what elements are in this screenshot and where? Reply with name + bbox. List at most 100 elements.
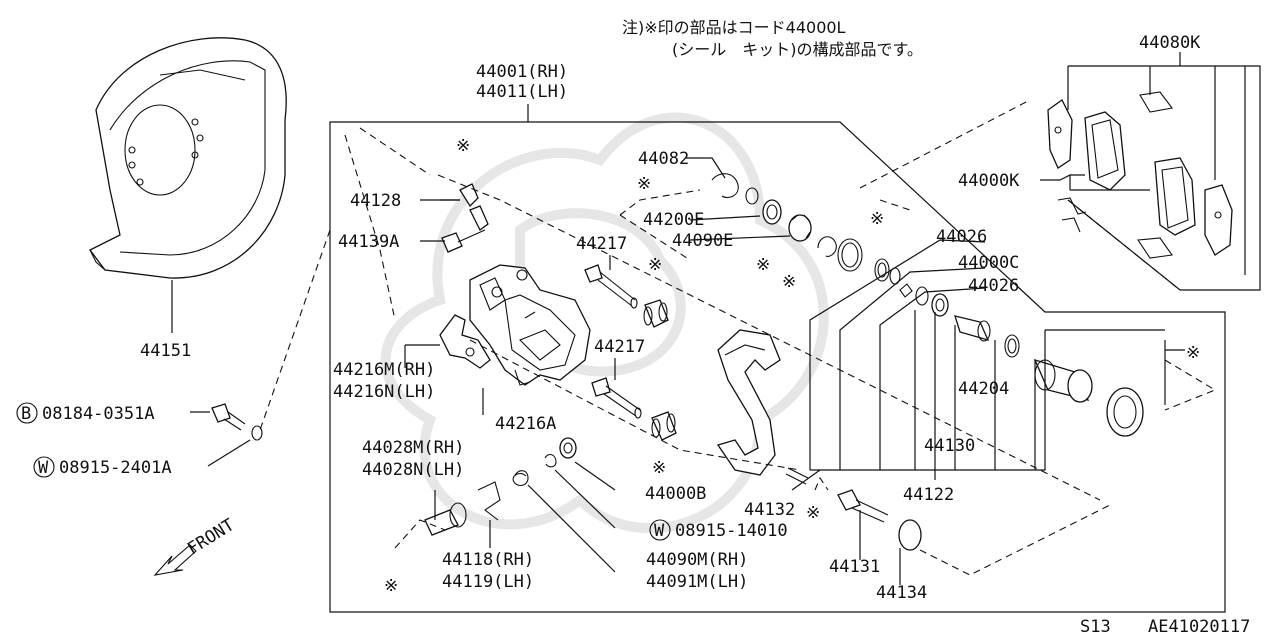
brake-pad-inner [1084, 111, 1126, 191]
label-44216N: 44216N(LH) [333, 382, 435, 402]
washer-mark-circle-1 [33, 456, 55, 478]
label-44216A: 44216A [495, 414, 556, 434]
star-mark: ※ [384, 576, 398, 596]
bolt-08184 [211, 403, 246, 431]
dust-shield-44151 [89, 37, 287, 333]
label-44000C: 44000C [958, 253, 1019, 273]
caliper-group-outline [329, 121, 1226, 613]
piston-44130 [1033, 358, 1093, 403]
seal-ring-c [874, 258, 890, 282]
spindle [954, 315, 991, 342]
footer-code: AE41020117 [1148, 617, 1250, 637]
label-44026-upper: 44026 [936, 227, 987, 247]
star-mark: ※ [782, 272, 796, 292]
bracket-44216 [439, 314, 491, 369]
plate-44000C [899, 283, 913, 298]
label-08184-0351A: 08184-0351A [42, 404, 155, 424]
washer-44026-b [915, 286, 929, 306]
pad-shim-right [1204, 184, 1233, 256]
label-44217-upper: 44217 [576, 234, 627, 254]
front-arrow [153, 544, 197, 576]
star-mark: ※ [1186, 343, 1200, 363]
label-44082: 44082 [638, 149, 689, 169]
label-08915-14010: 08915-14010 [675, 521, 788, 541]
bolt-mark-circle [16, 402, 38, 424]
dust-boot [1106, 387, 1144, 437]
label-44028N: 44028N(LH) [362, 460, 464, 480]
label-front: FRONT [184, 515, 238, 559]
label-44131: 44131 [829, 557, 880, 577]
cap-44134 [898, 519, 922, 551]
adjuster-44090E [788, 214, 812, 242]
star-mark: ※ [870, 209, 884, 229]
pad-kit-dashed-outline [859, 99, 1181, 291]
pin-boot-lower [651, 411, 677, 441]
label-44217-lower: 44217 [594, 337, 645, 357]
star-mark: ※ [756, 255, 770, 275]
washer-08915-a [251, 425, 263, 441]
bleeder-44131 [837, 489, 889, 523]
label-44119: 44119(LH) [442, 572, 534, 592]
star-mark: ※ [652, 458, 666, 478]
label-44011: 44011(LH) [476, 82, 568, 102]
label-44080K: 44080K [1139, 33, 1201, 53]
washer-mark-1: W [38, 458, 49, 478]
label-44200E: 44200E [643, 210, 704, 230]
label-44204: 44204 [958, 379, 1009, 399]
label-44000B: 44000B [645, 484, 706, 504]
piston-44200E [762, 199, 782, 225]
star-mark: ※ [456, 136, 470, 156]
label-44151: 44151 [140, 341, 191, 361]
star-mark: ※ [806, 503, 820, 523]
label-44090E: 44090E [672, 231, 733, 251]
pad-clip-top [1139, 91, 1173, 113]
label-44130: 44130 [924, 436, 975, 456]
label-44139A: 44139A [338, 232, 399, 252]
label-08915-2401A: 08915-2401A [59, 458, 172, 478]
pad-shim-left [1047, 99, 1073, 169]
bushing-44028M [424, 502, 467, 536]
label-44001: 44001(RH) [476, 62, 568, 82]
cap-44000B [559, 437, 577, 459]
label-44000K: 44000K [958, 171, 1020, 191]
seal-ring-a [817, 236, 837, 257]
label-44118: 44118(RH) [442, 550, 534, 570]
anti-squeal-spring [1057, 197, 1087, 233]
leader-lines [190, 104, 1185, 585]
caliper-support [716, 329, 781, 476]
label-44026-lower: 44026 [968, 276, 1019, 296]
slide-pin-44217-upper [584, 264, 638, 309]
pad-clip-bottom [1137, 237, 1173, 259]
seal-kit-marks: ※ ※ ※ ※ ※ ※ ※ ※ ※ ※ [384, 136, 1200, 596]
label-44128: 44128 [350, 191, 401, 211]
label-44028M: 44028M(RH) [362, 438, 464, 458]
label-44216M: 44216M(RH) [333, 360, 435, 380]
ring-44122 [1004, 334, 1020, 358]
pin-boot-upper [643, 299, 669, 328]
ring-small [745, 187, 759, 205]
note-line-2: (シール キット)の構成部品です。 [672, 40, 923, 59]
bolt-44139A [441, 229, 486, 253]
star-mark: ※ [648, 255, 662, 275]
label-44091M: 44091M(LH) [646, 572, 748, 592]
pad-kit-outline [1067, 65, 1261, 291]
bolt-mark: B [21, 404, 31, 424]
label-44122: 44122 [903, 485, 954, 505]
footer-model: S13 [1080, 617, 1111, 637]
clip-small [544, 453, 557, 468]
spring-44090M [512, 470, 529, 487]
washer-mark-circle-2 [649, 519, 671, 541]
nut-44204 [931, 293, 949, 317]
brake-pad-outer [1154, 157, 1196, 236]
spring-44118 [477, 481, 501, 521]
star-mark: ※ [637, 174, 651, 194]
label-44134: 44134 [876, 583, 927, 603]
caliper-body [469, 264, 591, 386]
seal-ring-b [837, 238, 863, 272]
label-44090M: 44090M(RH) [646, 550, 748, 570]
slide-pin-44217-lower [591, 377, 642, 419]
note-line-1: 注)※印の部品はコード44000L [622, 18, 846, 37]
dashed-guides [259, 127, 1217, 576]
seal-44082 [711, 173, 739, 199]
